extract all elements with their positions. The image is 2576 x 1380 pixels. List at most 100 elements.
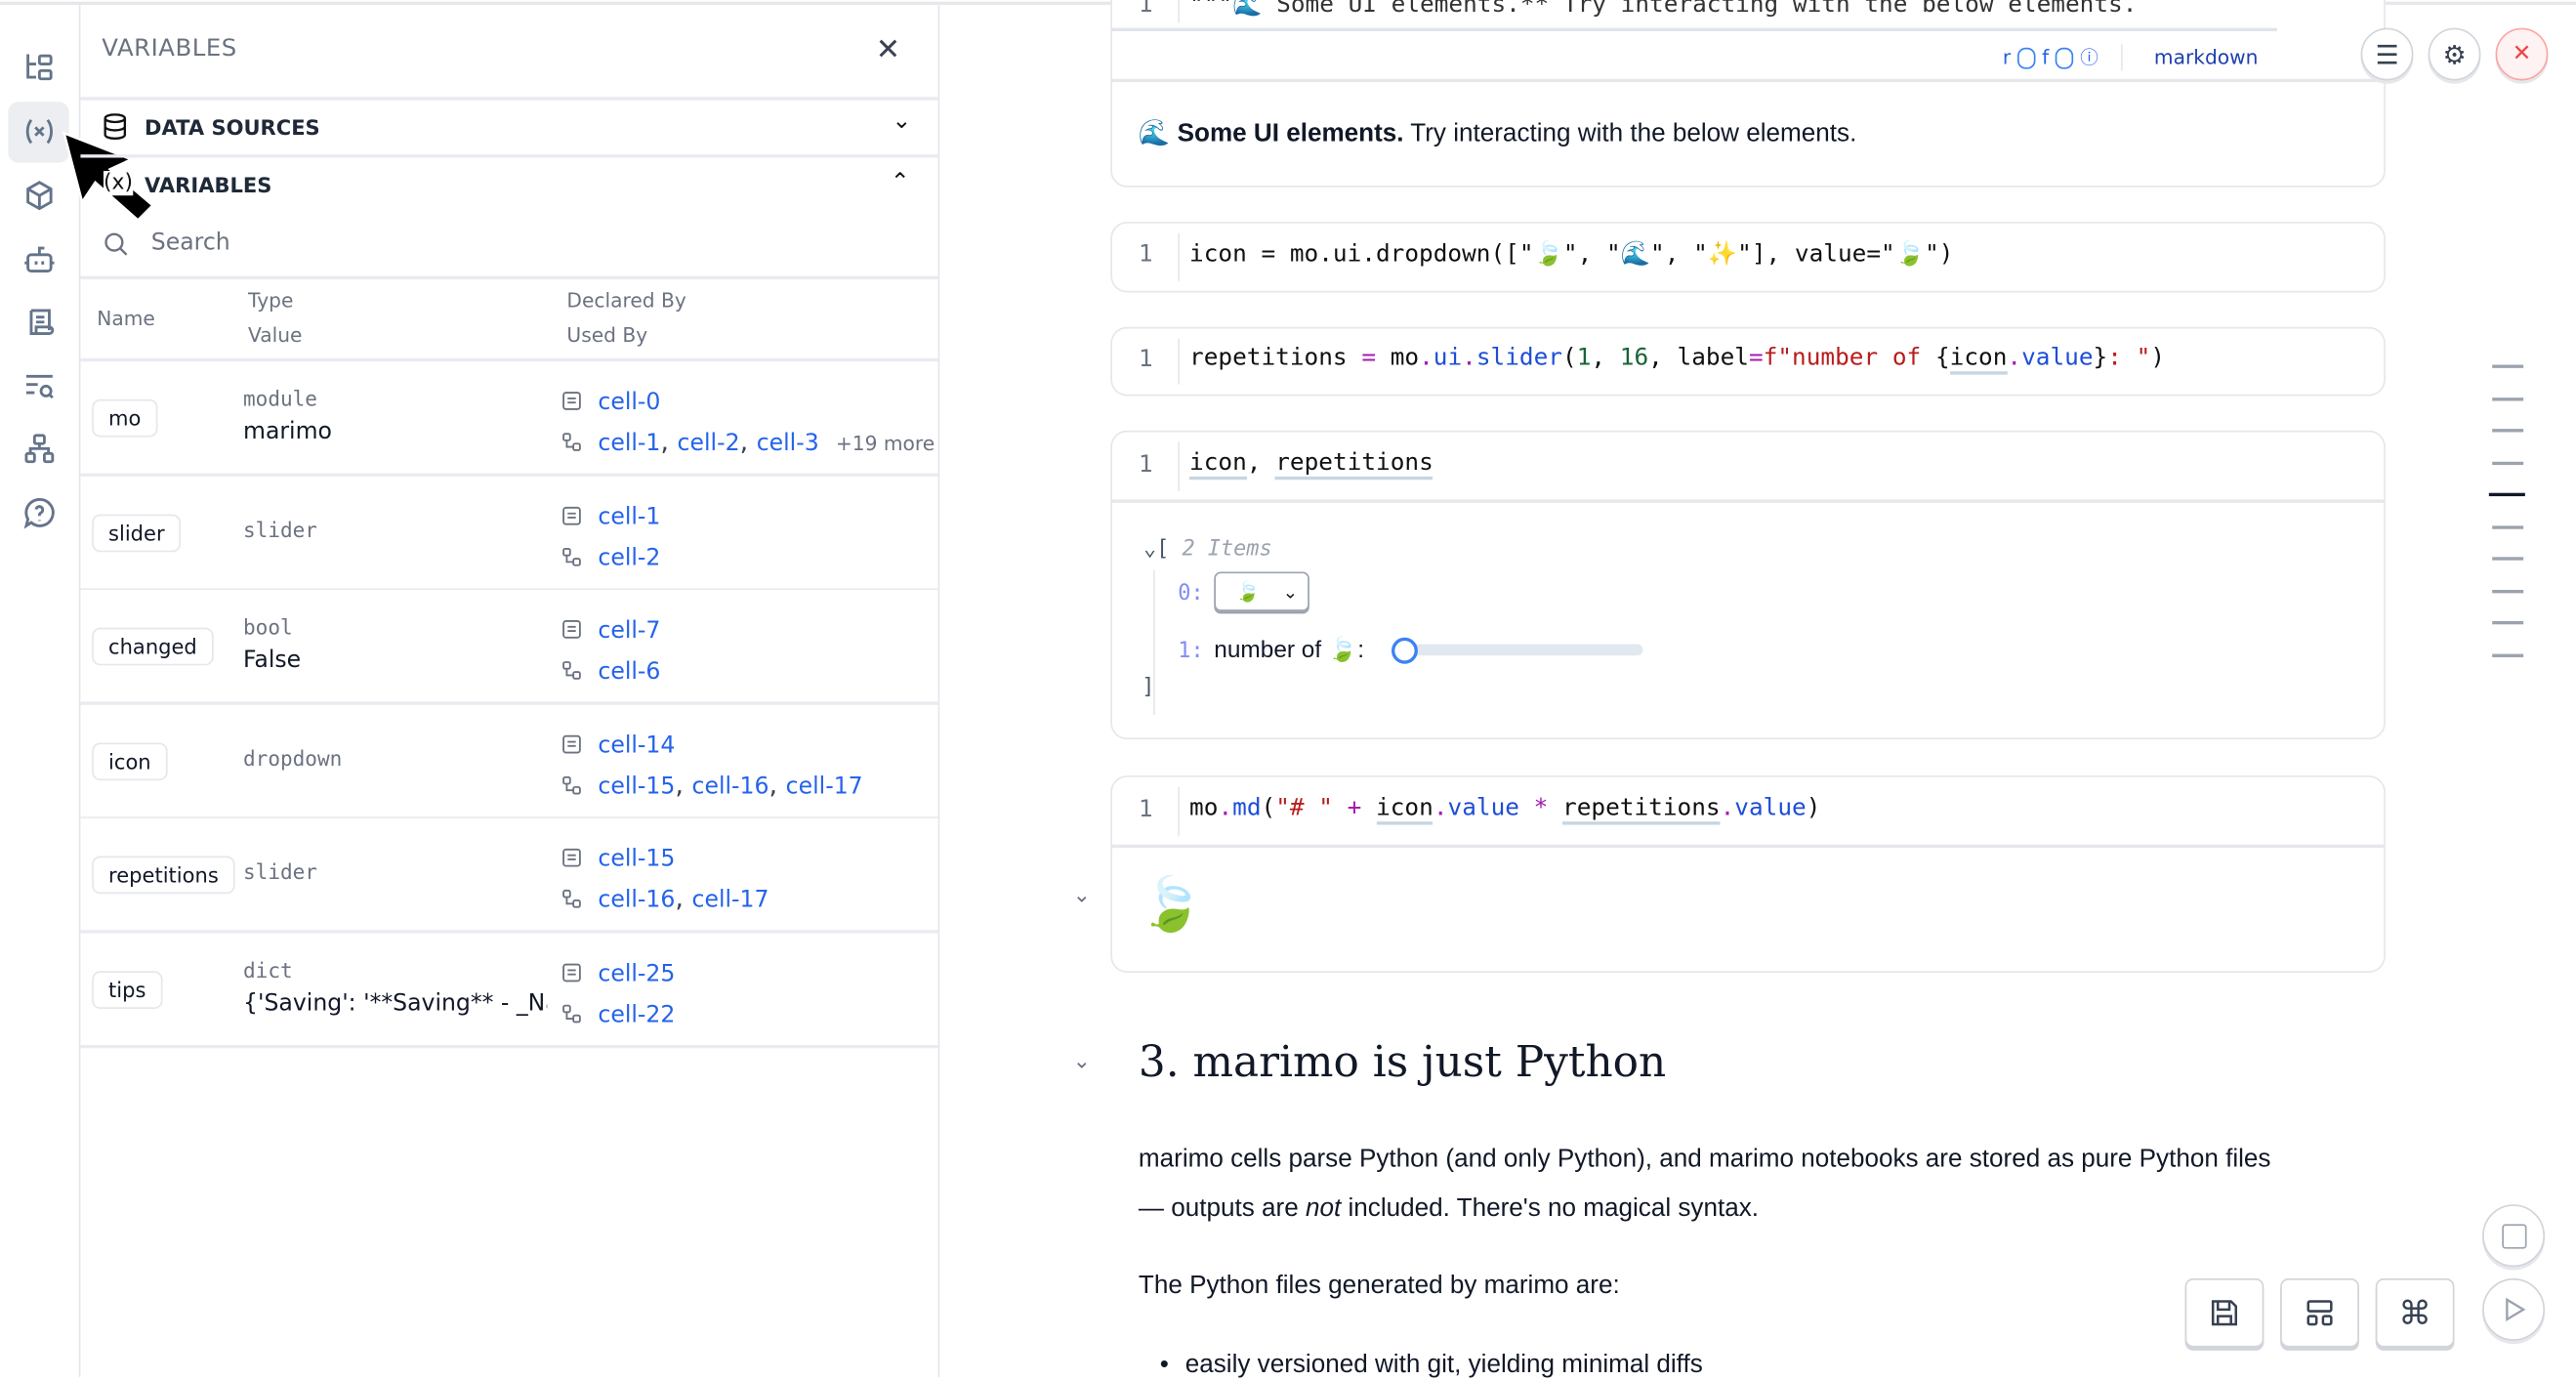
cell-link[interactable]: cell-6: [598, 658, 661, 686]
search-input[interactable]: Search: [80, 219, 937, 274]
minimap-cell-marker[interactable]: [2492, 460, 2524, 465]
minimap-cell-marker[interactable]: [2492, 557, 2524, 561]
toolbar-r[interactable]: r: [2002, 46, 2012, 69]
cell-link[interactable]: cell-0: [598, 389, 661, 416]
variable-name-pill[interactable]: icon: [92, 742, 168, 780]
cell-link[interactable]: cell-16: [691, 774, 769, 800]
cell-link[interactable]: cell-1: [598, 430, 661, 457]
close-panel-button[interactable]: ✕: [875, 32, 901, 67]
save-button[interactable]: [2184, 1277, 2264, 1348]
cell-link[interactable]: cell-2: [598, 544, 661, 571]
code-cell-dropdown[interactable]: 1 icon = mo.ui.dropdown(["🍃", "🌊", "✨"],…: [1110, 222, 2386, 293]
code-line[interactable]: """🌊 Some UI elements.** Try interacting…: [1189, 0, 2138, 19]
cell-toolbar: r f ⓘ markdown: [2002, 44, 2259, 71]
info-icon[interactable]: ⓘ: [2080, 47, 2098, 69]
minimap-cell-marker[interactable]: [2492, 364, 2524, 368]
file-tree-icon[interactable]: [20, 48, 59, 87]
minimap-cell-marker[interactable]: [2488, 492, 2525, 497]
line-number: 1: [1138, 346, 1153, 373]
variable-name-pill[interactable]: mo: [92, 398, 158, 438]
gear-icon: ⚙: [2442, 38, 2467, 70]
code-line[interactable]: icon = mo.ui.dropdown(["🍃", "🌊", "✨"], v…: [1189, 241, 1954, 269]
ai-bot-icon[interactable]: [20, 240, 59, 279]
used-by: cell-6: [561, 654, 660, 686]
cell-link[interactable]: cell-16: [598, 888, 676, 915]
variables-section-header[interactable]: (x) VARIABLES ⌃: [80, 156, 937, 216]
cell-link[interactable]: cell-7: [598, 617, 661, 645]
variable-name-pill[interactable]: changed: [92, 627, 214, 666]
package-icon[interactable]: [20, 176, 59, 215]
scroll-logs-icon[interactable]: [20, 303, 59, 342]
column-header-value: Value: [248, 323, 303, 347]
code-line[interactable]: repetitions = mo.ui.slider(1, 16, label=…: [1189, 345, 2165, 375]
collapse-section-chevron-icon[interactable]: ⌄: [1072, 1050, 1091, 1075]
code-line[interactable]: icon, repetitions: [1189, 449, 1433, 481]
minimap-cell-marker[interactable]: [2492, 524, 2524, 528]
search-list-icon[interactable]: [20, 366, 59, 405]
cell-link[interactable]: cell-2: [677, 430, 740, 457]
help-icon[interactable]: [20, 493, 59, 532]
shutdown-button[interactable]: ✕: [2495, 27, 2549, 81]
toggle-f-icon[interactable]: [2055, 46, 2074, 68]
toggle-r-icon[interactable]: [2016, 46, 2036, 68]
variable-value: {'Saving': '**Saving** - _Na...: [242, 990, 547, 1018]
code-cell-tuple[interactable]: 1 icon, repetitions ⌄[ 2 Items 0: 🍃⌄ 1: …: [1110, 430, 2386, 740]
minimap-cell-marker[interactable]: [2492, 397, 2524, 400]
declared-cell-icon: [562, 963, 581, 983]
declared-by: cell-25: [561, 956, 675, 987]
cell-link[interactable]: cell-17: [785, 774, 863, 800]
column-header-declared-by: Declared By: [566, 289, 686, 313]
cell-link[interactable]: cell-1: [598, 503, 661, 530]
tree-expand-toggle[interactable]: ⌄[ 2 Items: [1143, 537, 1272, 563]
repetitions-slider-track[interactable]: [1401, 644, 1643, 656]
row-divider: [80, 587, 938, 591]
slider-label: number of 🍃:: [1214, 637, 1365, 664]
declared-by: cell-7: [561, 613, 660, 645]
paragraph-2: The Python files generated by marimo are…: [1138, 1272, 1620, 1300]
repetitions-slider-thumb[interactable]: [1391, 637, 1418, 664]
command-palette-button[interactable]: ⌘: [2375, 1277, 2455, 1348]
code-line[interactable]: mo.md("# " + icon.value * repetitions.va…: [1189, 795, 1820, 825]
variable-name-pill[interactable]: repetitions: [92, 857, 235, 895]
used-by-icon: [562, 433, 581, 451]
minimap-cell-marker[interactable]: [2492, 652, 2524, 657]
minimap-cell-marker[interactable]: [2492, 620, 2524, 625]
more-usages[interactable]: +19 more: [835, 432, 935, 456]
play-icon: [2506, 1297, 2526, 1322]
layout-button[interactable]: [2280, 1277, 2359, 1348]
collapse-output-chevron-icon[interactable]: ⌄: [1072, 884, 1091, 909]
cell-link[interactable]: cell-15: [598, 774, 676, 800]
item-index-1: 1:: [1178, 639, 1204, 664]
variables-icon[interactable]: [20, 111, 59, 150]
toolbar-f[interactable]: f: [2042, 46, 2050, 69]
dependency-graph-icon[interactable]: [20, 429, 59, 468]
cell-link[interactable]: cell-3: [756, 430, 819, 457]
cell-link[interactable]: cell-14: [598, 732, 676, 759]
markdown-cell[interactable]: 1 """🌊 Some UI elements.** Try interacti…: [1110, 0, 2386, 188]
cell-link[interactable]: cell-17: [691, 888, 769, 915]
row-divider: [80, 1045, 938, 1048]
minimap-cell-marker[interactable]: [2492, 589, 2524, 593]
menu-button[interactable]: ☰: [2360, 27, 2414, 81]
data-sources-section-header[interactable]: DATA SOURCES ⌄: [80, 99, 937, 154]
minimap-cell-marker[interactable]: [2492, 429, 2524, 433]
cell-link[interactable]: cell-22: [598, 1002, 676, 1029]
variable-name-pill[interactable]: tips: [92, 971, 163, 1009]
code-cell-slider[interactable]: 1 repetitions = mo.ui.slider(1, 16, labe…: [1110, 326, 2386, 397]
language-selector[interactable]: markdown: [2153, 46, 2259, 69]
settings-button[interactable]: ⚙: [2428, 27, 2481, 81]
cell-link[interactable]: cell-15: [598, 847, 676, 874]
icon-dropdown[interactable]: 🍃⌄: [1214, 571, 1309, 611]
cell-link[interactable]: cell-25: [598, 961, 676, 988]
code-cell-md[interactable]: 1 mo.md("# " + icon.value * repetitions.…: [1110, 775, 2386, 973]
variable-name-pill[interactable]: slider: [92, 513, 182, 552]
declared-cell-icon: [562, 392, 581, 410]
run-button[interactable]: [2482, 1277, 2546, 1341]
interrupt-button[interactable]: [2482, 1204, 2546, 1268]
